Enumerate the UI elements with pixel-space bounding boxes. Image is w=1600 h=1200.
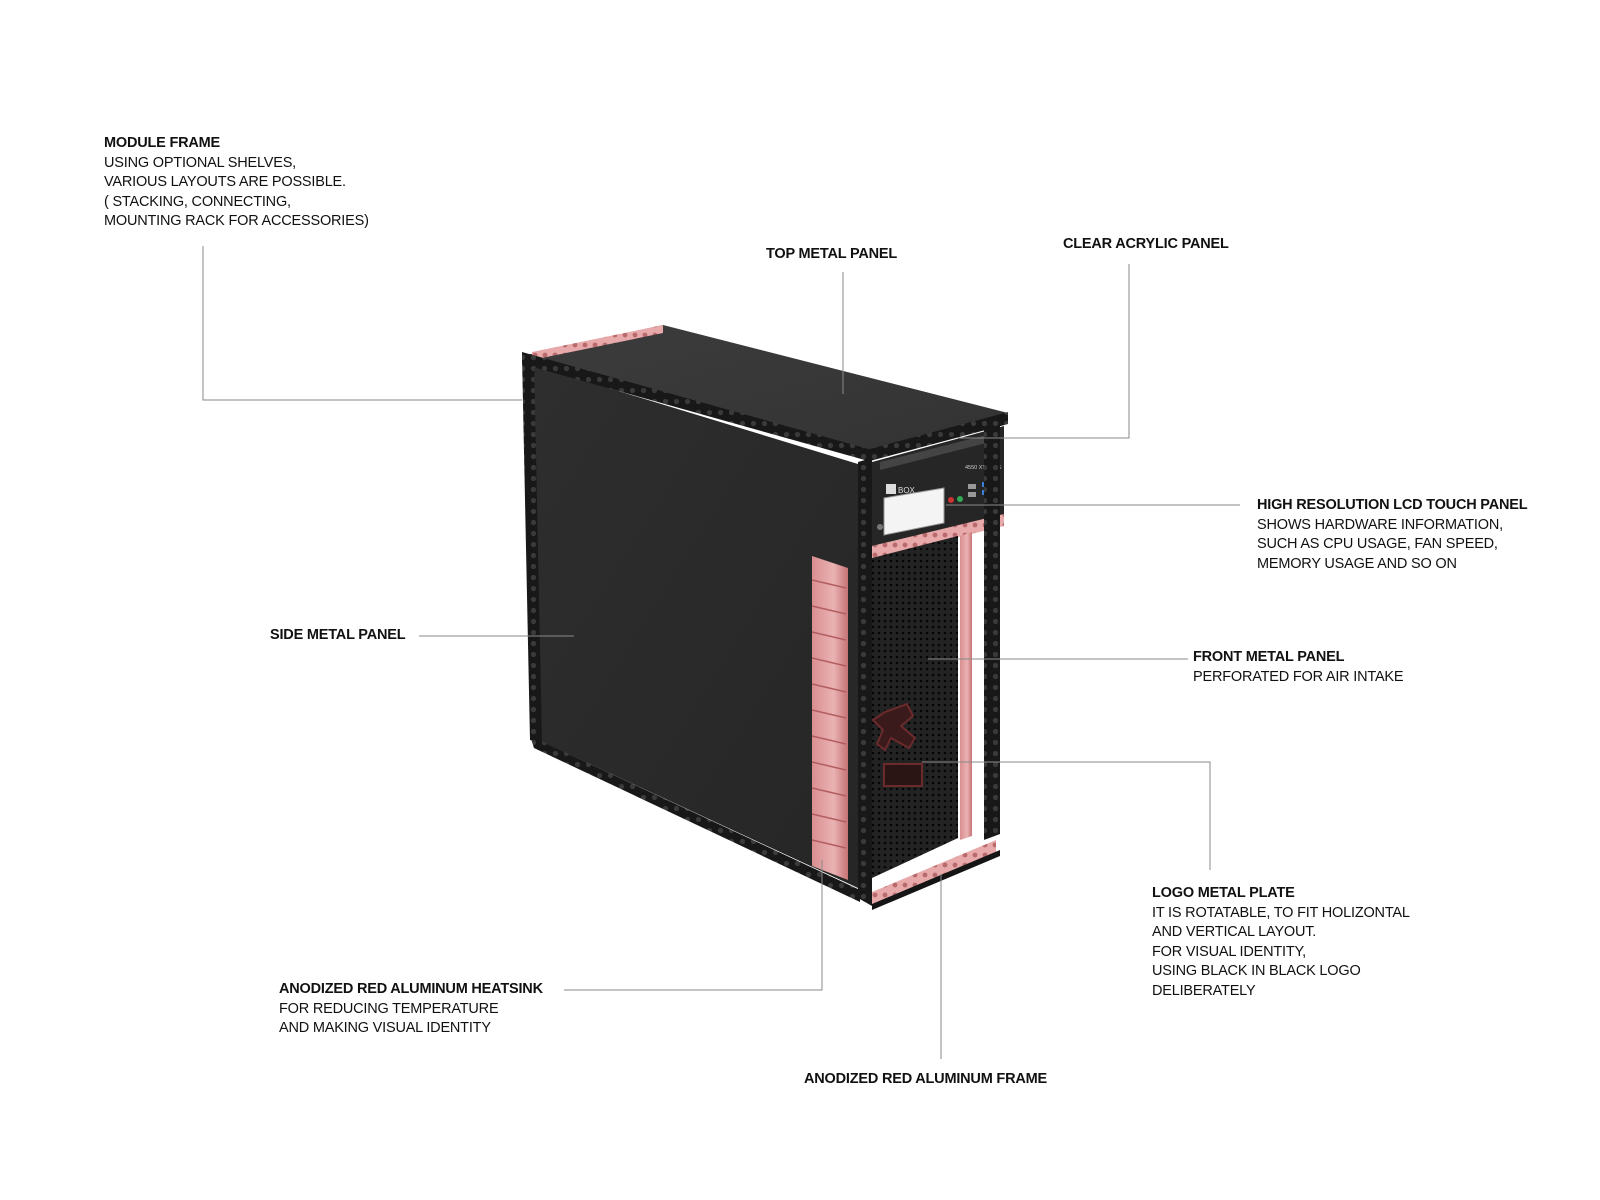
module-frame-title: MODULE FRAME <box>104 135 221 151</box>
logo-metal-plate-title: LOGO METAL PLATE <box>1152 885 1295 901</box>
heatsink-line-2: AND MAKING VISUAL IDENTITY <box>279 1020 491 1036</box>
front-bottom-black-rail <box>872 850 1000 910</box>
logo-metal-plate-line-4: USING BLACK IN BLACK LOGO <box>1152 963 1361 979</box>
leader-logo-plate <box>922 761 1211 870</box>
lcd-touch-panel-title: HIGH RESOLUTION LCD TOUCH PANEL <box>1257 497 1528 513</box>
module-frame-line-2: VARIOUS LAYOUTS ARE POSSIBLE. <box>104 174 346 190</box>
front-red-upper-rail <box>872 514 1004 558</box>
callout-logo-metal-plate: LOGO METAL PLATE IT IS ROTATABLE, TO FIT… <box>1152 884 1410 1001</box>
callout-clear-acrylic-panel: CLEAR ACRYLIC PANEL <box>1063 235 1229 255</box>
callout-lcd-touch-panel: HIGH RESOLUTION LCD TOUCH PANEL SHOWS HA… <box>1257 496 1528 574</box>
lcd-touch-panel-line-2: SUCH AS CPU USAGE, FAN SPEED, <box>1257 536 1498 552</box>
top-metal-panel <box>522 325 1008 453</box>
leader-module-frame <box>202 246 522 401</box>
usb-port-1 <box>968 484 976 489</box>
brand-label: BOX <box>898 486 916 495</box>
module-frame-line-3: ( STACKING, CONNECTING, <box>104 193 291 210</box>
front-metal-panel <box>872 536 958 878</box>
side-frame-back-rail <box>522 356 542 742</box>
heatsink-fins <box>811 579 847 849</box>
usb-port-2 <box>968 492 976 497</box>
audio-jack <box>877 524 883 530</box>
top-metal-panel-title: TOP METAL PANEL <box>766 246 898 262</box>
front-metal-panel-title: FRONT METAL PANEL <box>1193 649 1345 665</box>
module-frame-line-1: USING OPTIONAL SHELVES, <box>104 154 297 171</box>
logo-metal-plate-line-5: DELIBERATELY <box>1152 982 1256 999</box>
callout-side-metal-panel: SIDE METAL PANEL <box>270 626 406 646</box>
reset-button <box>948 497 954 503</box>
front-top-rail <box>866 412 1008 462</box>
heatsink-title: ANODIZED RED ALUMINUM HEATSINK <box>279 981 543 997</box>
front-left-post <box>858 458 872 906</box>
lcd-touch-screen <box>883 487 945 536</box>
logo-metal-plate <box>871 702 923 787</box>
module-frame-line-4: MOUNTING RACK FOR ACCESSORIES) <box>104 213 369 229</box>
front-red-right-rail <box>960 532 972 840</box>
lcd-touch-panel-line-1: SHOWS HARDWARE INFORMATION, <box>1257 516 1503 533</box>
side-metal-panel <box>530 364 858 888</box>
callout-red-frame: ANODIZED RED ALUMINUM FRAME <box>804 1070 1047 1090</box>
top-back-red-rail <box>532 325 663 360</box>
clear-acrylic-slot <box>880 432 998 470</box>
side-frame-bottom-rail <box>530 736 860 902</box>
leader-lines <box>202 246 1240 1059</box>
side-metal-panel-title: SIDE METAL PANEL <box>270 627 406 643</box>
callout-heatsink: ANODIZED RED ALUMINUM HEATSINK FOR REDUC… <box>279 980 543 1039</box>
heatsink-line-1: FOR REDUCING TEMPERATURE <box>279 1000 499 1017</box>
power-button <box>957 496 963 502</box>
callout-front-metal-panel: FRONT METAL PANEL PERFORATED FOR AIR INT… <box>1193 648 1404 687</box>
logo-metal-plate-line-2: AND VERTICAL LAYOUT. <box>1152 924 1317 940</box>
front-red-bottom-rail <box>872 840 996 904</box>
red-frame-title: ANODIZED RED ALUMINUM FRAME <box>804 1071 1047 1087</box>
brand-logo-icon <box>886 484 896 494</box>
side-frame-top-rail <box>522 352 872 462</box>
leader-heatsink <box>564 860 823 991</box>
clear-acrylic-panel-title: CLEAR ACRYLIC PANEL <box>1063 236 1229 252</box>
front-right-post <box>984 414 1000 840</box>
red-aluminum-heatsink <box>812 556 848 880</box>
callout-top-metal-panel: TOP METAL PANEL <box>766 245 897 265</box>
model-label: 4550 XTREME <box>965 465 1002 471</box>
logo-metal-plate-line-1: IT IS ROTATABLE, TO FIT HOLIZONTAL <box>1152 904 1410 921</box>
logo-metal-plate-line-3: FOR VISUAL IDENTITY, <box>1152 943 1306 960</box>
callout-module-frame: MODULE FRAME USING OPTIONAL SHELVES, VAR… <box>104 134 369 232</box>
leader-clear-acrylic <box>958 264 1130 439</box>
front-metal-panel-line-1: PERFORATED FOR AIR INTAKE <box>1193 668 1404 685</box>
lcd-touch-panel-line-3: MEMORY USAGE AND SO ON <box>1257 555 1457 572</box>
